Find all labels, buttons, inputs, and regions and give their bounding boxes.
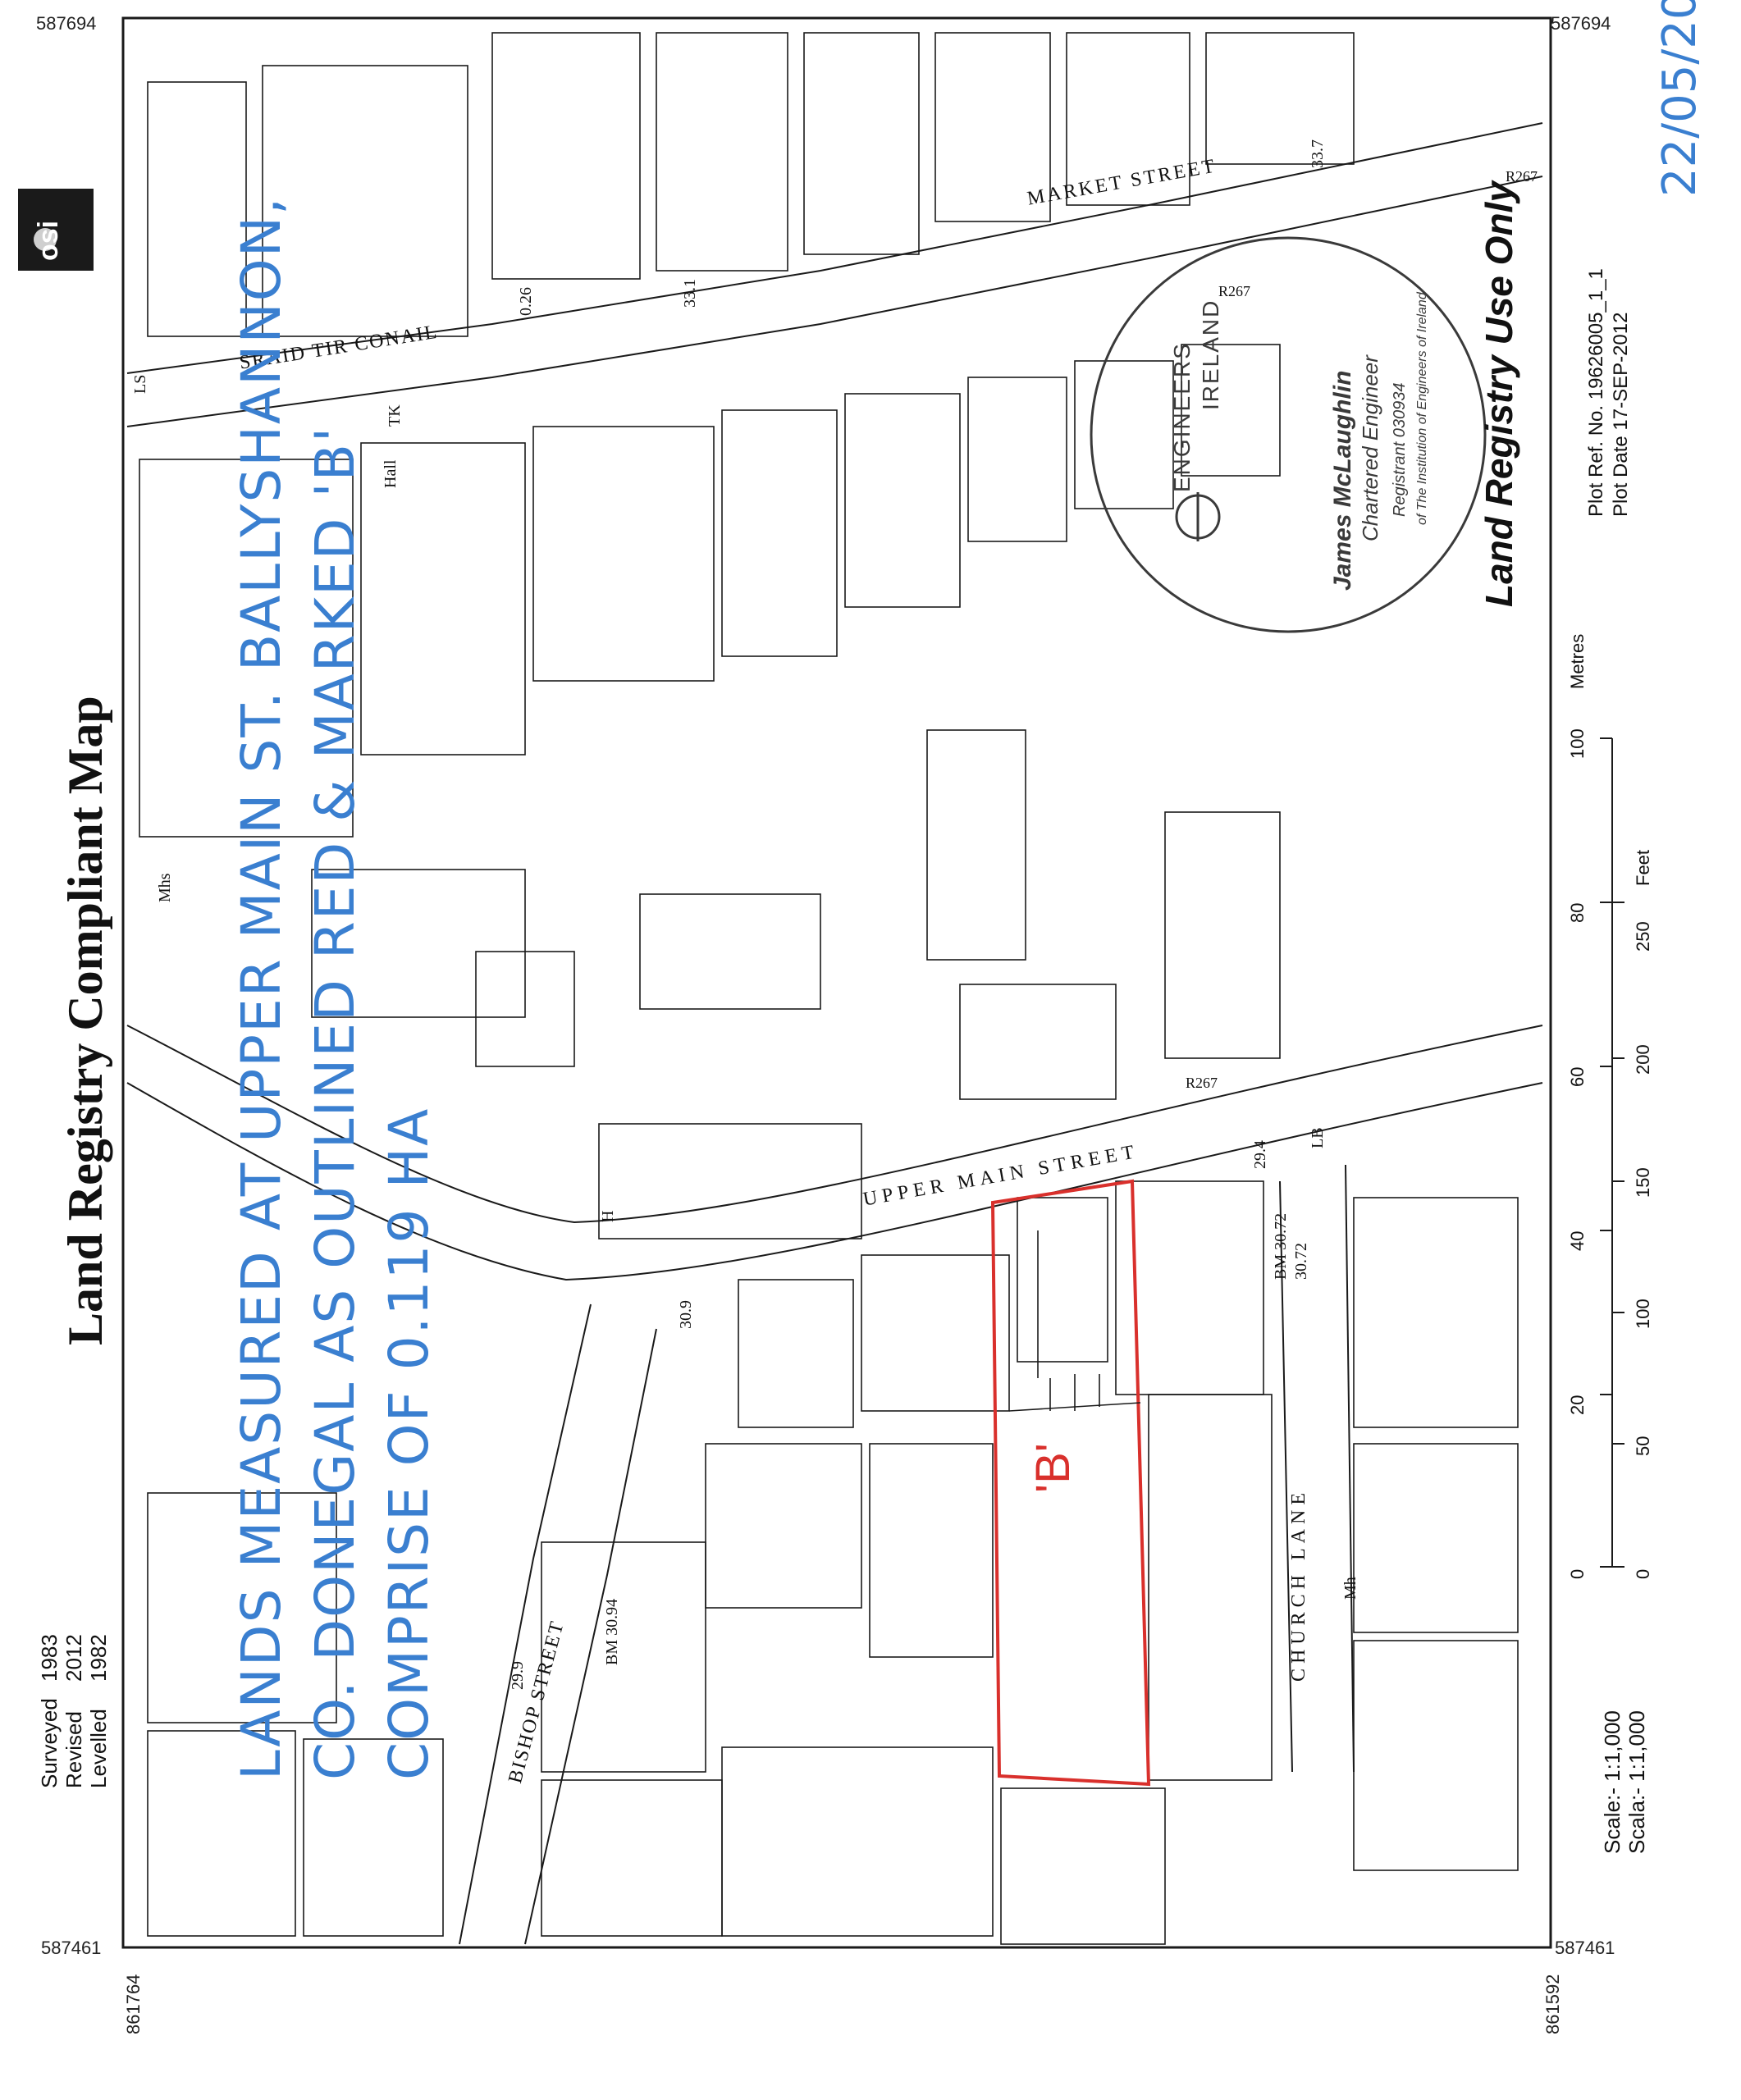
survey-label-revised: Revised [62,1711,86,1788]
coord-top-right: 587694 [1551,13,1611,34]
survey-year-levelled: 1982 [86,1634,111,1682]
scale-feet-tick-150: 150 [1633,1167,1653,1198]
handwritten-note-line2: CO. DONEGAL AS OUTLINED RED & MARKED 'B' [304,425,367,1780]
scale-feet-tick-200: 200 [1633,1044,1653,1075]
feature-mh: Mh [1341,1577,1359,1600]
survey-year-revised: 2012 [62,1634,86,1682]
handwritten-note-line3: COMPRISE OF 0.119 HA [377,1107,441,1780]
level-29-9: 29.9 [509,1661,527,1690]
scale-metres-tick-100: 100 [1567,728,1588,759]
feature-ls: LS [131,374,149,394]
scale-bar [1600,737,1624,1568]
engineer-stamp [1090,236,1487,633]
coord-bottom-right: 587461 [1555,1938,1615,1958]
handwritten-note-line1: LANDS MEASURED AT UPPER MAIN ST. BALLYSH… [230,195,293,1780]
survey-label-surveyed: Surveyed [37,1698,62,1788]
plot-b-internal-lines [1008,1230,1141,1412]
coord-easting-right: 861592 [1542,1974,1563,2034]
scale-metres-tick-0: 0 [1567,1568,1588,1579]
feature-hall: Hall [382,459,400,488]
benchmark-30-72: BM 30.72 [1272,1212,1290,1280]
land-registry-use-only: Land Registry Use Only [1478,181,1520,607]
scale-text-2: Scala:- 1:1,000 [1624,1710,1649,1854]
scale-metres-tick-20: 20 [1567,1395,1588,1415]
church-lane-road [1279,1164,1355,1773]
scale-feet-label: Feet [1633,849,1653,886]
market-street-road [126,122,1543,427]
survey-year-surveyed: 1983 [37,1634,62,1682]
scale-metres-tick-80: 80 [1567,902,1588,923]
osi-logo-text: osi [33,220,64,261]
level-0-26: 0.26 [517,287,535,316]
feature-h: H [599,1210,617,1222]
road-ref-1: R267 [1218,283,1251,299]
road-ref-3: R267 [1186,1075,1218,1091]
stamp-org-line2: IRELAND [1198,299,1223,410]
scale-metres-tick-40: 40 [1567,1230,1588,1251]
coord-bottom-left: 587461 [41,1938,102,1958]
scale-metres-tick-60: 60 [1567,1066,1588,1087]
scale-feet-tick-250: 250 [1633,921,1653,952]
plot-marker-b: 'B' [1026,1443,1080,1493]
coord-top-left: 587694 [36,13,97,34]
bishop-street-road [459,1303,657,1945]
scale-feet-tick-100: 100 [1633,1299,1653,1329]
stamp-org-line1: ENGINEERS [1169,342,1195,492]
scale-metres-label: Metres [1567,633,1588,689]
benchmark-30-94: BM 30.94 [603,1598,621,1665]
osi-logo-globe [34,228,57,251]
map-title: Land Registry Compliant Map [58,696,112,1345]
feature-tk: TK [386,404,404,427]
stamp-name: James McLaughlin [1329,370,1356,591]
plot-date: Plot Date 17-SEP-2012 [1610,312,1632,517]
feature-lb: LB [1309,1127,1327,1148]
road-ref-2: R267 [1506,168,1538,185]
street-church-lane: CHURCH LANE [1288,1487,1309,1682]
stamp-institution: of The Institution of Engineers of Irela… [1415,292,1429,525]
osi-logo-box [18,189,94,271]
level-33-7: 33.7 [1309,139,1327,168]
level-30-72: 30.72 [1292,1243,1310,1280]
stamp-title: Chartered Engineer [1358,355,1382,541]
stamp-registrant: Registrant 030934 [1391,382,1409,517]
plot-ref: Plot Ref. No. 19626005_1_1 [1585,268,1607,517]
scale-feet-tick-0: 0 [1633,1568,1653,1579]
upper-main-street-road [126,1025,1543,1281]
level-30-9: 30.9 [677,1300,695,1329]
map-frame [121,16,1552,1949]
scale-text-1: Scale:- 1:1,000 [1600,1710,1624,1854]
scale-feet-tick-50: 50 [1633,1436,1653,1456]
level-29-4: 29.4 [1251,1140,1269,1169]
survey-label-levelled: Levelled [86,1709,111,1788]
plot-b-outline [990,1179,1151,1787]
feature-mhs: Mhs [156,873,174,902]
handwritten-date: 22/05/20 [1653,0,1707,197]
coord-easting-left: 861764 [123,1974,144,2034]
building-parcels [139,32,1519,1945]
level-33-1: 33.1 [681,279,699,308]
